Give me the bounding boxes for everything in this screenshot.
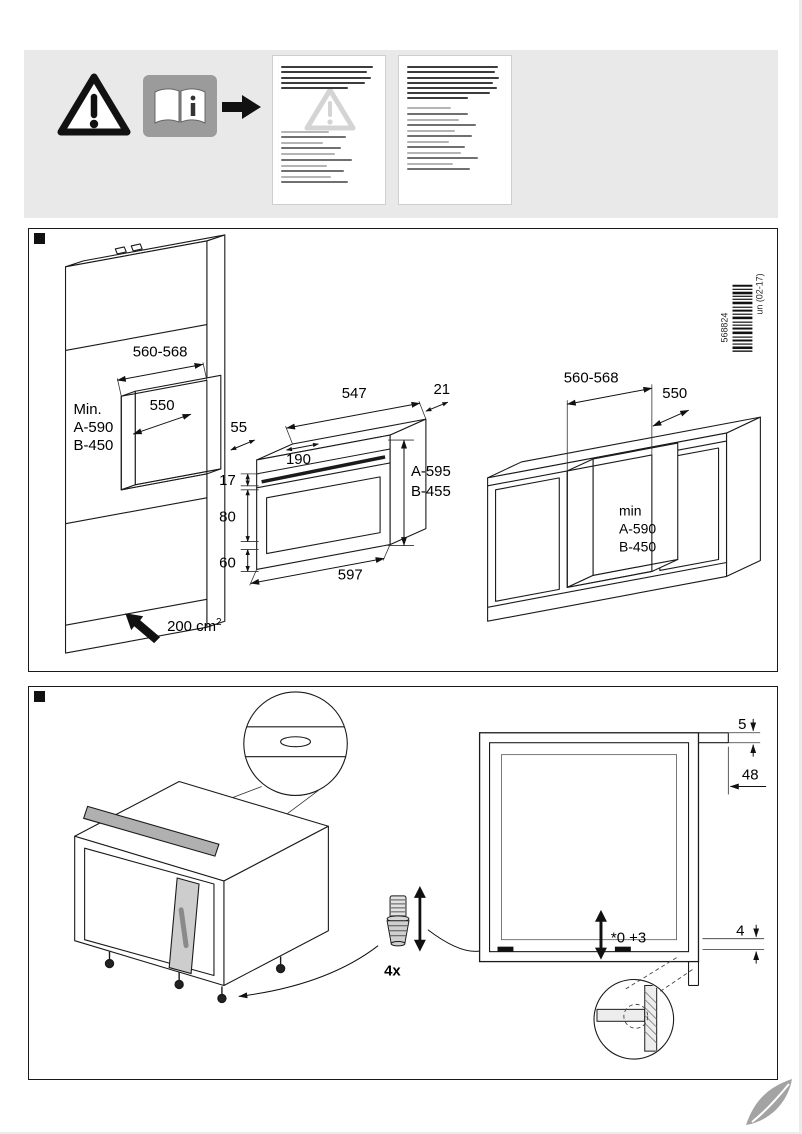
tall-cabinet-drawing: 560-568 550 Min. A-590 B-450 200 cm2 bbox=[64, 234, 226, 654]
arrow-right-icon bbox=[222, 95, 261, 119]
oven-dim-17-label: 17 bbox=[219, 472, 236, 489]
vent-area-label: 200 cm2 bbox=[167, 617, 222, 635]
oven-offset-190-label: 190 bbox=[286, 451, 311, 468]
dim-48-label: 48 bbox=[742, 767, 759, 784]
read-manual-icon bbox=[143, 75, 217, 137]
oven-dim-80-label: 80 bbox=[219, 509, 236, 526]
adjustable-foot-glyph: 4x bbox=[238, 885, 492, 999]
card-bold-text-block bbox=[281, 66, 377, 89]
card-bold-text-block bbox=[407, 66, 503, 100]
oven-height-b-label: B-455 bbox=[411, 483, 451, 500]
base-cabinet-run-drawing: min A-590 B-450 560-568 550 bbox=[487, 369, 761, 622]
vent-arrow bbox=[125, 613, 161, 644]
section-marker bbox=[34, 233, 45, 244]
quantity-label: 4x bbox=[384, 963, 401, 980]
oven-drawing: 547 21 55 190 A-595 B-455 bbox=[219, 381, 451, 586]
oven-offset-55-label: 55 bbox=[230, 419, 247, 436]
fixing-bracket-mark bbox=[614, 946, 631, 952]
section-marker bbox=[34, 691, 45, 702]
run-niche-width-label: 560-568 bbox=[564, 369, 619, 386]
warning-triangle-icon bbox=[57, 73, 131, 136]
tall-niche-width-label: 560-568 bbox=[133, 343, 188, 360]
oven-dim-60-label: 60 bbox=[219, 554, 236, 571]
barcode-number: 568824 bbox=[720, 313, 730, 343]
run-dim-b-label: B-450 bbox=[619, 539, 656, 555]
run-min-label: min bbox=[619, 503, 641, 519]
tall-dim-a-label: A-590 bbox=[73, 419, 113, 436]
barcode-revision: un (02-17) bbox=[754, 273, 764, 314]
oven-height-a-label: A-595 bbox=[411, 463, 451, 480]
niche-front-view: 5 48 *0 +3 4 bbox=[478, 716, 767, 987]
built-in-dimensions-panel: 560-568 550 Min. A-590 B-450 200 cm2 bbox=[28, 228, 778, 672]
tall-dim-b-label: B-450 bbox=[73, 437, 113, 454]
barcode: 568824 un (02-17) bbox=[720, 273, 764, 352]
dim-5-label: 5 bbox=[738, 716, 746, 733]
dim-4-label: 4 bbox=[736, 923, 744, 940]
tall-min-label: Min. bbox=[73, 401, 101, 418]
dimensions-drawing: 560-568 550 Min. A-590 B-450 200 cm2 bbox=[64, 234, 764, 654]
oven-edge-21-label: 21 bbox=[434, 381, 451, 398]
watermark-warning-triangle-icon bbox=[304, 87, 356, 131]
oven-feet bbox=[104, 951, 286, 1004]
top-bracket bbox=[82, 805, 220, 857]
brand-leaf-logo bbox=[746, 1079, 792, 1125]
oven-front-width-label: 597 bbox=[338, 566, 363, 583]
installation-steps-panel: 4x 5 bbox=[28, 686, 778, 1080]
tall-niche-depth-label: 550 bbox=[150, 397, 175, 414]
card-language-list bbox=[407, 107, 503, 171]
card-language-list bbox=[281, 130, 377, 183]
adjustment-label: *0 +3 bbox=[611, 930, 646, 947]
installation-drawing: 4x 5 bbox=[74, 691, 767, 1060]
fixing-bracket-mark bbox=[497, 946, 514, 952]
safety-header-band bbox=[24, 50, 778, 218]
instruction-card-1 bbox=[272, 55, 386, 205]
run-depth-label: 550 bbox=[662, 385, 687, 402]
oven-levelling-drawing bbox=[74, 780, 329, 1004]
oven-top-width-label: 547 bbox=[342, 385, 367, 402]
instruction-card-2 bbox=[398, 55, 512, 205]
corner-detail-circle bbox=[593, 957, 693, 1060]
run-dim-a-label: A-590 bbox=[619, 521, 656, 537]
